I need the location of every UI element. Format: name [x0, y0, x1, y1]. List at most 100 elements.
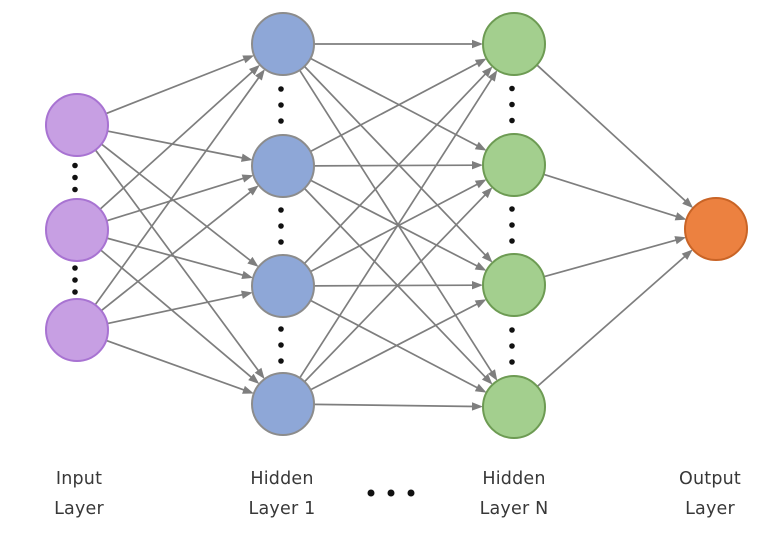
edge-hidden-layer-n-3-to-output-layer-1 — [543, 238, 679, 278]
arrowhead-icon — [472, 39, 483, 49]
edge-input-layer-1-to-hidden-layer-1-1 — [105, 57, 248, 115]
arrowhead-icon — [474, 58, 487, 68]
hidden-layer-1-vertical-ellipsis-dot — [278, 239, 284, 245]
hidden-layer-n-vertical-ellipsis-dot — [509, 85, 515, 92]
arrowhead-icon — [241, 290, 253, 299]
arrowhead-icon — [241, 174, 254, 183]
edge-input-layer-3-to-hidden-layer-1-1 — [94, 75, 261, 306]
arrowhead-icon — [255, 69, 265, 81]
edge-hidden-layer-n-2-to-output-layer-1 — [543, 173, 680, 219]
hidden-layer-1-vertical-ellipsis-dot — [278, 326, 284, 332]
edge-input-layer-3-to-hidden-layer-1-4 — [105, 339, 247, 392]
edge-hidden-layer-1-3-to-hidden-layer-n-2 — [310, 182, 480, 273]
hidden-layer-1-node-1 — [251, 12, 315, 76]
arrowhead-icon — [474, 383, 487, 393]
edge-input-layer-2-to-hidden-layer-1-4 — [100, 249, 254, 380]
arrowhead-icon — [254, 367, 265, 380]
ellipsis-dots-group — [72, 85, 515, 497]
arrowhead-icon — [481, 373, 493, 385]
edge-input-layer-3-to-hidden-layer-1-3 — [107, 293, 246, 325]
arrowhead-icon — [481, 187, 493, 199]
hidden-layer-n-node-2 — [482, 133, 546, 197]
input-layer-vertical-ellipsis-dot — [72, 174, 78, 181]
edge-hidden-layer-1-4-to-hidden-layer-n-3 — [310, 302, 480, 391]
arrowhead-icon — [247, 256, 259, 267]
hidden-layer-1-node-3 — [251, 254, 315, 318]
hidden-layer-1-label-line-1: Hidden — [250, 469, 313, 489]
hidden-layer-1-vertical-ellipsis-dot — [278, 358, 284, 364]
hidden-layer-n-vertical-ellipsis-dot — [509, 222, 515, 228]
hidden-layer-n-vertical-ellipsis-dot — [509, 206, 515, 212]
edge-input-layer-1-to-hidden-layer-1-4 — [94, 149, 261, 374]
input-layer-vertical-ellipsis-dot — [72, 289, 78, 295]
input-layer-label-line-1: Input — [56, 469, 102, 489]
hidden-layer-1-vertical-ellipsis-dot — [278, 102, 284, 108]
edge-hidden-layer-1-2-to-hidden-layer-n-2 — [313, 164, 476, 167]
output-layer-label-line-2: Layer — [685, 499, 735, 519]
input-layer-node-1 — [45, 93, 109, 157]
edges-group — [94, 39, 694, 411]
edge-hidden-layer-1-4-to-hidden-layer-n-4 — [313, 403, 476, 408]
arrowhead-icon — [487, 369, 498, 381]
edge-input-layer-2-to-hidden-layer-1-1 — [99, 69, 255, 210]
input-layer-label-line-2: Layer — [54, 499, 104, 519]
arrowhead-icon — [247, 185, 259, 196]
edge-hidden-layer-1-4-to-hidden-layer-n-1 — [299, 76, 494, 379]
edge-hidden-layer-1-2-to-hidden-layer-n-4 — [303, 187, 488, 380]
hidden-layer-1-node-4 — [251, 372, 315, 436]
edge-input-layer-3-to-hidden-layer-1-2 — [100, 189, 254, 312]
edge-input-layer-2-to-hidden-layer-1-3 — [106, 237, 246, 277]
hidden-layer-n-vertical-ellipsis-dot — [509, 327, 515, 333]
hidden-layers-ellipsis-dot — [387, 489, 395, 497]
arrowhead-icon — [242, 385, 254, 394]
arrowhead-icon — [471, 160, 484, 170]
arrowhead-icon — [474, 299, 487, 308]
arrowhead-icon — [487, 70, 498, 82]
edge-hidden-layer-n-4-to-output-layer-1 — [536, 254, 688, 388]
arrowhead-icon — [674, 212, 687, 221]
hidden-layer-1-vertical-ellipsis-dot — [278, 118, 284, 124]
input-layer-vertical-ellipsis-dot — [72, 265, 78, 271]
hidden-layer-n-vertical-ellipsis-dot — [509, 238, 515, 244]
hidden-layer-1-node-2 — [251, 134, 315, 198]
arrowhead-icon — [249, 64, 260, 76]
edge-hidden-layer-1-1-to-hidden-layer-n-2 — [310, 57, 480, 148]
input-layer-node-3 — [45, 298, 109, 362]
arrowhead-icon — [681, 249, 693, 260]
edge-input-layer-1-to-hidden-layer-1-2 — [107, 130, 245, 160]
arrowhead-icon — [241, 270, 254, 280]
arrowhead-icon — [481, 66, 493, 78]
hidden-layer-1-vertical-ellipsis-dot — [278, 223, 284, 229]
arrowhead-icon — [474, 179, 487, 189]
hidden-layer-n-vertical-ellipsis-dot — [509, 117, 515, 124]
edge-hidden-layer-1-1-to-hidden-layer-n-4 — [298, 69, 494, 375]
arrowhead-icon — [474, 141, 487, 151]
hidden-layer-n-label-line-2: Layer N — [480, 499, 549, 519]
arrowhead-icon — [474, 262, 487, 271]
hidden-layer-1-label-line-2: Layer 1 — [249, 499, 316, 519]
output-layer-node-1 — [684, 197, 748, 261]
edge-input-layer-2-to-hidden-layer-1-2 — [106, 176, 247, 222]
edge-hidden-layer-1-3-to-hidden-layer-n-4 — [310, 299, 480, 390]
edge-hidden-layer-1-3-to-hidden-layer-n-3 — [313, 284, 476, 287]
output-layer-label-line-1: Output — [679, 469, 741, 489]
arrowhead-icon — [471, 280, 484, 290]
arrowhead-icon — [242, 55, 255, 64]
input-layer-vertical-ellipsis-dot — [72, 186, 78, 193]
hidden-layer-n-vertical-ellipsis-dot — [509, 359, 515, 365]
input-layer-vertical-ellipsis-dot — [72, 277, 78, 283]
hidden-layers-ellipsis-dot — [407, 489, 415, 497]
hidden-layer-1-vertical-ellipsis-dot — [278, 342, 284, 348]
hidden-layer-n-node-3 — [482, 253, 546, 317]
arrowhead-icon — [481, 251, 493, 263]
hidden-layer-n-vertical-ellipsis-dot — [509, 101, 515, 108]
hidden-layer-n-node-1 — [482, 12, 546, 76]
hidden-layers-ellipsis-dot — [367, 489, 375, 497]
arrowhead-icon — [471, 402, 484, 411]
edge-hidden-layer-n-1-to-output-layer-1 — [536, 64, 688, 204]
arrowhead-icon — [682, 197, 694, 209]
hidden-layer-1-vertical-ellipsis-dot — [278, 207, 284, 213]
edge-hidden-layer-1-3-to-hidden-layer-n-1 — [303, 71, 488, 265]
